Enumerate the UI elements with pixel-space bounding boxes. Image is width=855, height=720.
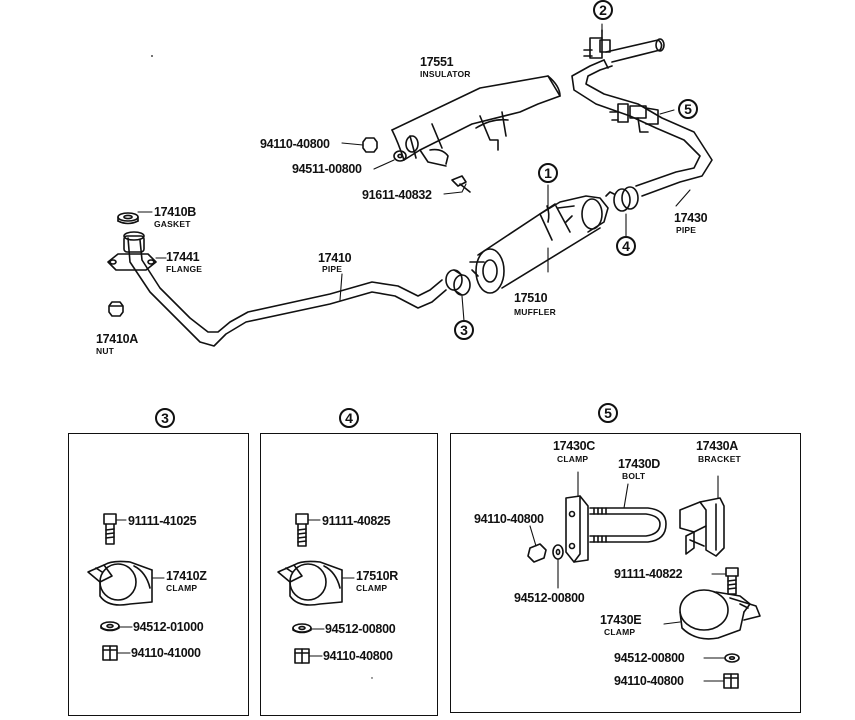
flange bbox=[107, 231, 157, 271]
detail-panel-4 bbox=[260, 433, 438, 716]
panel5-parts bbox=[527, 471, 761, 689]
muffler bbox=[469, 195, 609, 294]
panel5-nut-left-label: 94110-40800 bbox=[474, 512, 544, 526]
panel5-clamp-c-name: CLAMP bbox=[557, 454, 589, 464]
callout-4: 4 bbox=[616, 236, 636, 256]
clamp-ring-3 bbox=[445, 269, 471, 296]
panel3-callout: 3 bbox=[155, 408, 175, 428]
panel4-nut-label: 94110-40800 bbox=[323, 649, 393, 663]
panel4-bolt-label: 91111-40825 bbox=[322, 514, 391, 528]
gasket-name: GASKET bbox=[154, 219, 191, 229]
front-pipe bbox=[127, 237, 447, 347]
callout-3: 3 bbox=[454, 320, 474, 340]
panel4-clamp-number: 17510R bbox=[356, 569, 398, 583]
panel5-washer-right-label: 94512-00800 bbox=[614, 651, 685, 665]
callout-1: 1 bbox=[538, 163, 558, 183]
panel5-bracket-a-name: BRACKET bbox=[698, 454, 741, 464]
pipe-17430-number: 17430 bbox=[674, 211, 708, 225]
insulator bbox=[391, 75, 561, 167]
callout-5: 5 bbox=[678, 99, 698, 119]
insulator-number: 17551 bbox=[420, 55, 454, 69]
detail-panel-3 bbox=[68, 433, 249, 716]
panel5-clamp-c-number: 17430C bbox=[553, 439, 595, 453]
panel3-parts bbox=[87, 513, 165, 661]
flange-number: 17441 bbox=[166, 250, 200, 264]
clamp-ring-4 bbox=[605, 186, 639, 212]
detail-panel-5 bbox=[450, 433, 801, 713]
gasket bbox=[117, 212, 139, 225]
clamp-bracket-5 bbox=[609, 103, 659, 133]
nut-17410a-name: NUT bbox=[96, 346, 115, 356]
gasket-number: 17410B bbox=[154, 205, 196, 219]
pipe-17410-number: 17410 bbox=[318, 251, 352, 265]
panel4-clamp-name: CLAMP bbox=[356, 583, 388, 593]
pipe-17410-name: PIPE bbox=[322, 264, 343, 274]
nut-17410a-number: 17410A bbox=[96, 332, 138, 346]
panel3-clamp-number: 17410Z bbox=[166, 569, 207, 583]
panel4-callout: 4 bbox=[339, 408, 359, 428]
pipe-17430-name: PIPE bbox=[676, 225, 697, 235]
leaders-main bbox=[137, 23, 691, 322]
panel5-washer-left-label: 94512-00800 bbox=[514, 591, 585, 605]
callout-2: 2 bbox=[593, 0, 613, 20]
insulator-fasteners bbox=[362, 137, 471, 193]
nut-94110-40800-label: 94110-40800 bbox=[260, 137, 330, 151]
flange-name: FLANGE bbox=[166, 264, 203, 274]
washer-94511-00800-label: 94511-00800 bbox=[292, 162, 362, 176]
panel5-clamp-e-number: 17430E bbox=[600, 613, 642, 627]
insulator-name: INSULATOR bbox=[420, 69, 471, 79]
muffler-name: MUFFLER bbox=[514, 307, 557, 317]
panel3-nut-label: 94110-41000 bbox=[131, 646, 201, 660]
panel3-bolt-label: 91111-41025 bbox=[128, 514, 197, 528]
panel5-bolt-d-number: 17430D bbox=[618, 457, 660, 471]
panel5-bolt-right-label: 91111-40822 bbox=[614, 567, 683, 581]
panel5-bolt-d-name: BOLT bbox=[622, 471, 646, 481]
nut-17410a bbox=[108, 301, 124, 317]
panel5-nut-right-label: 94110-40800 bbox=[614, 674, 684, 688]
hanger-2 bbox=[583, 29, 611, 59]
panel4-parts bbox=[277, 513, 355, 664]
tail-pipe bbox=[571, 38, 713, 197]
bolt-91611-40832-label: 91611-40832 bbox=[362, 188, 432, 202]
panel5-callout: 5 bbox=[598, 403, 618, 423]
panel5-clamp-e-name: CLAMP bbox=[604, 627, 636, 637]
panel3-washer-label: 94512-01000 bbox=[133, 620, 204, 634]
muffler-number: 17510 bbox=[514, 291, 548, 305]
panel3-clamp-name: CLAMP bbox=[166, 583, 198, 593]
panel4-washer-label: 94512-00800 bbox=[325, 622, 396, 636]
panel5-bracket-a-number: 17430A bbox=[696, 439, 738, 453]
